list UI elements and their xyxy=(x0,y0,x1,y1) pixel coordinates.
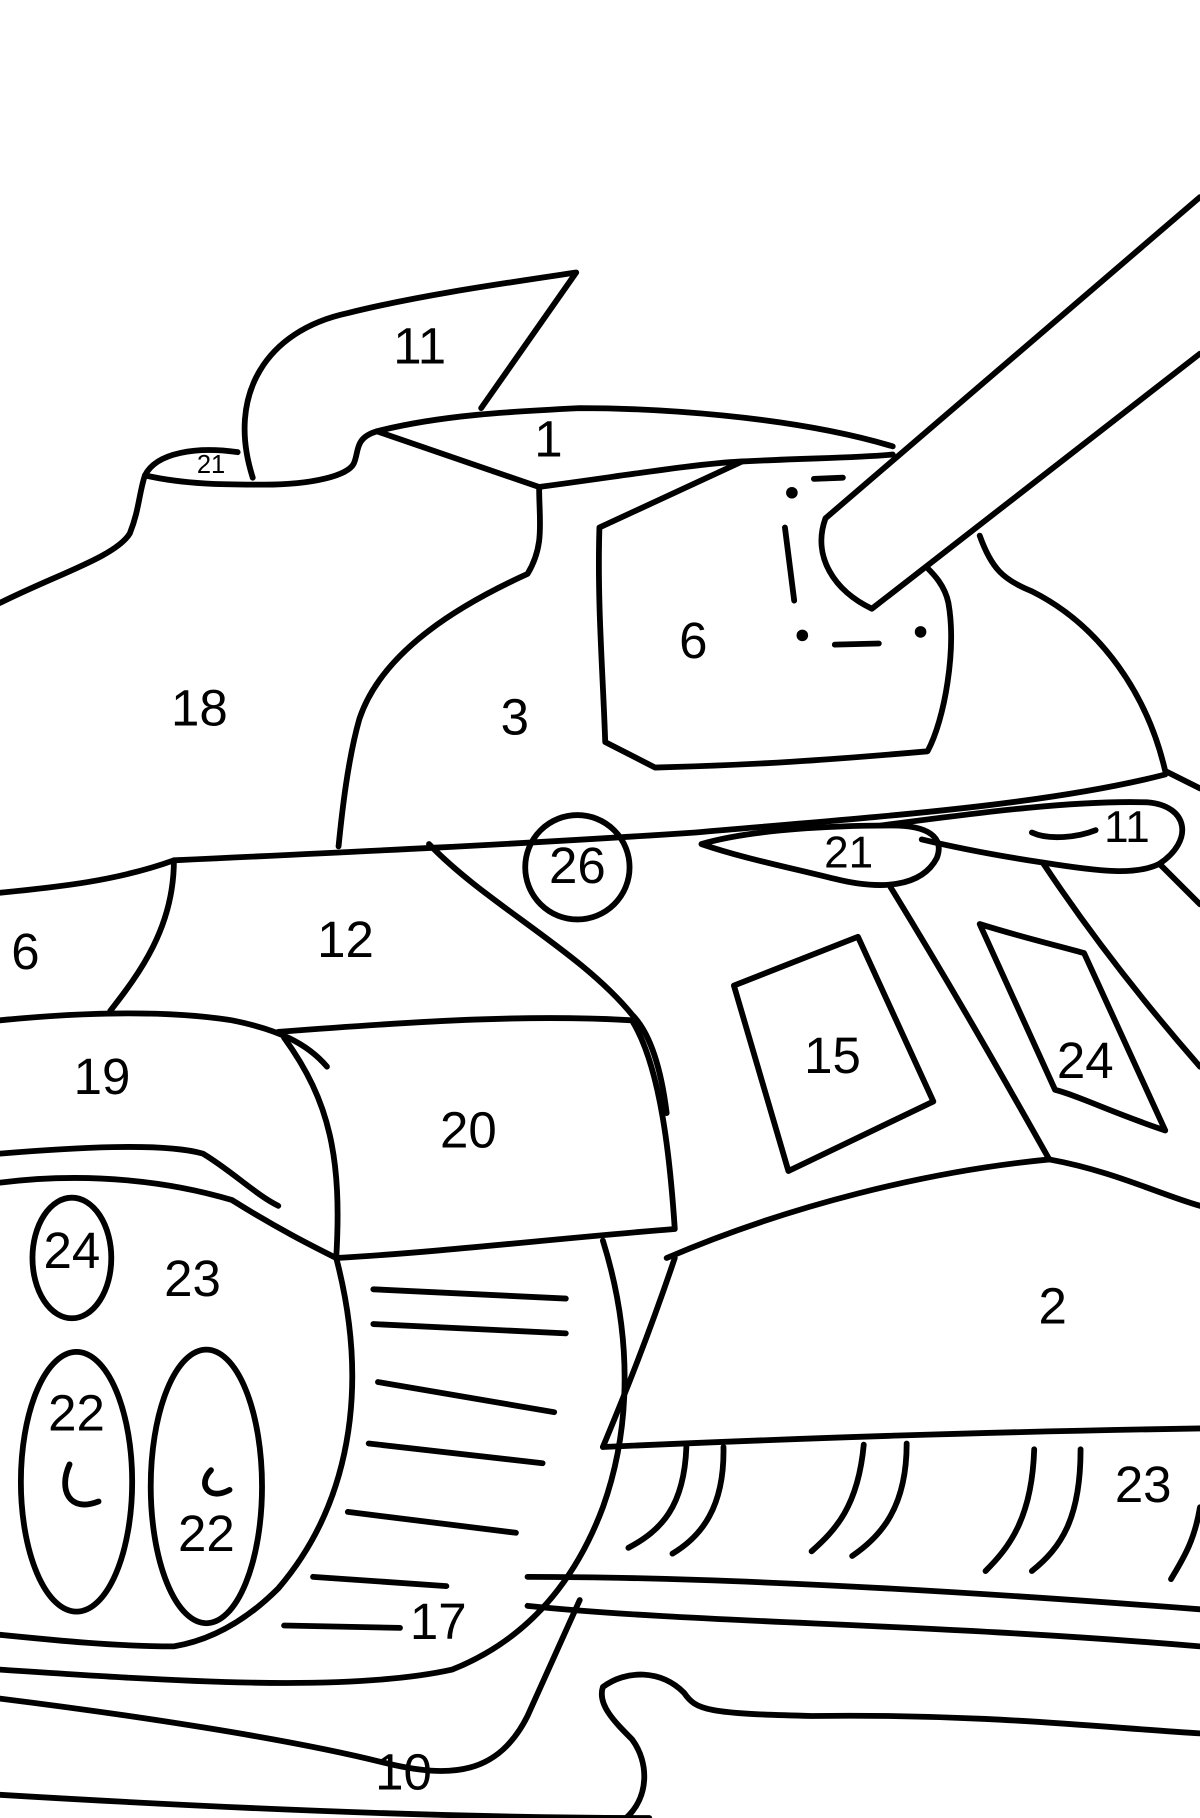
region-number: 26 xyxy=(549,837,606,894)
region-number: 22 xyxy=(48,1384,105,1441)
gun-barrel-outline xyxy=(818,194,1200,612)
hull-diagonal-a xyxy=(887,884,1053,1163)
track-link xyxy=(1168,1504,1200,1583)
hull-upper-outline xyxy=(426,841,670,1116)
track-bottom-curve xyxy=(0,1597,583,1774)
hull-diagonal-b xyxy=(1040,860,1200,1070)
region-number: 3 xyxy=(501,689,529,746)
hull-light-mark xyxy=(1028,827,1099,841)
fender-left-bottom xyxy=(0,1144,282,1209)
tread-line xyxy=(310,1573,450,1590)
region-number: 1 xyxy=(534,410,562,467)
hull-top-outline xyxy=(171,771,1169,864)
region-number: 20 xyxy=(440,1101,497,1158)
ground-outline xyxy=(0,1671,1200,1818)
hull-circle-outline xyxy=(522,812,633,923)
fender-left-outline xyxy=(0,1010,330,1070)
wheel-left-mark xyxy=(62,1461,102,1508)
track-link xyxy=(982,1446,1038,1574)
region-number: 22 xyxy=(178,1505,235,1562)
track-side-bottom-2 xyxy=(524,1602,1200,1650)
fender-front-outline xyxy=(275,1015,678,1261)
track-side-top xyxy=(600,1425,1200,1450)
turret-top-outline xyxy=(373,405,896,490)
region-number: 18 xyxy=(171,679,228,736)
track-link xyxy=(625,1444,690,1551)
region-number: 24 xyxy=(44,1222,101,1279)
tread-line xyxy=(365,1440,546,1467)
wheel-hub-outline xyxy=(29,1194,115,1322)
region-number: 21 xyxy=(197,451,225,479)
wheel-right-mark xyxy=(202,1467,233,1497)
turret-right-outline xyxy=(976,532,1200,792)
tread-line xyxy=(370,1286,569,1302)
mantlet-mark-top xyxy=(811,474,846,482)
hull-light-outline xyxy=(878,799,1186,875)
gun-mantlet-outline xyxy=(595,458,954,771)
mantlet-dot xyxy=(786,486,798,499)
region-number: 6 xyxy=(679,612,707,669)
tread-line xyxy=(370,1321,569,1337)
hull-lower-outline xyxy=(663,1156,1200,1261)
window-left-outline xyxy=(731,933,937,1174)
track-link xyxy=(808,1441,867,1555)
tread-line xyxy=(344,1509,519,1536)
region-number: 11 xyxy=(393,318,446,375)
region-number: 21 xyxy=(824,828,873,877)
hatch-flap-outline xyxy=(241,269,580,481)
wheel-right-outline xyxy=(147,1346,265,1627)
hull-vent-outline xyxy=(698,822,942,888)
region-number: 10 xyxy=(375,1744,432,1801)
track-side-bottom xyxy=(524,1573,1200,1613)
track-link xyxy=(849,1440,910,1559)
track-link xyxy=(669,1444,727,1557)
region-number: 15 xyxy=(804,1027,861,1084)
region-number: 23 xyxy=(1115,1456,1172,1513)
region-number: 23 xyxy=(164,1250,221,1307)
region-number: 6 xyxy=(11,923,39,980)
tread-line xyxy=(281,1622,403,1631)
hull-lower-front xyxy=(600,1255,678,1450)
region-number: 24 xyxy=(1057,1032,1114,1089)
track-link xyxy=(1028,1446,1084,1574)
hull-side-left-outline xyxy=(0,857,177,1014)
turret-left-outline xyxy=(0,472,148,606)
mantlet-dot xyxy=(796,629,809,642)
mantlet-dot xyxy=(914,626,927,638)
region-number: 2 xyxy=(1039,1278,1067,1335)
tread-line xyxy=(375,1379,558,1416)
wheel-left-outline xyxy=(17,1349,136,1615)
window-right-outline xyxy=(976,921,1169,1134)
region-number: 17 xyxy=(410,1593,467,1650)
mantlet-mark-bottom xyxy=(831,640,882,648)
region-number: 12 xyxy=(317,911,374,968)
hull-diagonal-c xyxy=(1156,860,1200,908)
mantlet-mark-left xyxy=(782,524,798,604)
hatch-rim-outline xyxy=(142,428,380,488)
region-number: 11 xyxy=(1104,803,1150,852)
turret-front-outline xyxy=(335,484,543,850)
region-number: 19 xyxy=(74,1048,131,1105)
track-loop-outline xyxy=(0,1175,356,1650)
